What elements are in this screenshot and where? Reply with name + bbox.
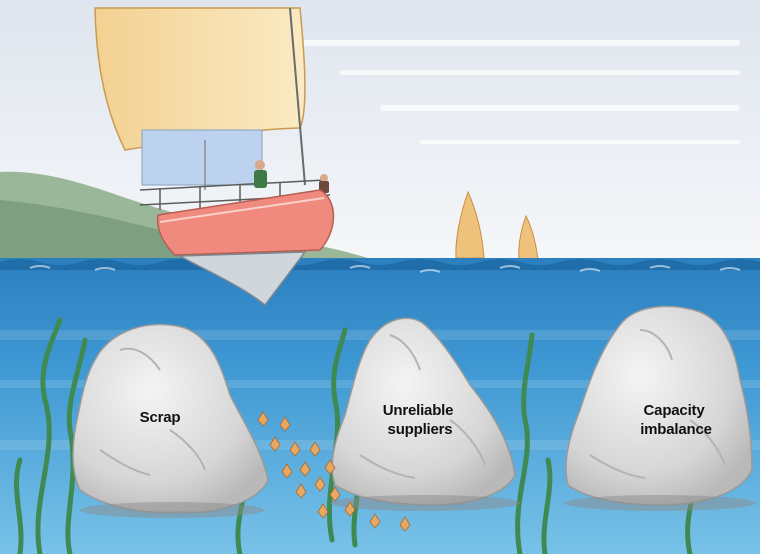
rock-label-line: suppliers	[388, 421, 453, 438]
rock-label-line: Unreliable	[383, 402, 454, 419]
rock-label-line: imbalance	[640, 421, 712, 438]
rock-label-line: Scrap	[140, 409, 181, 426]
rock-label-line: Capacity	[644, 402, 706, 419]
rock-label-scrap: Scrap	[140, 409, 181, 426]
cabin-window	[142, 130, 262, 185]
main-sail	[95, 8, 305, 150]
